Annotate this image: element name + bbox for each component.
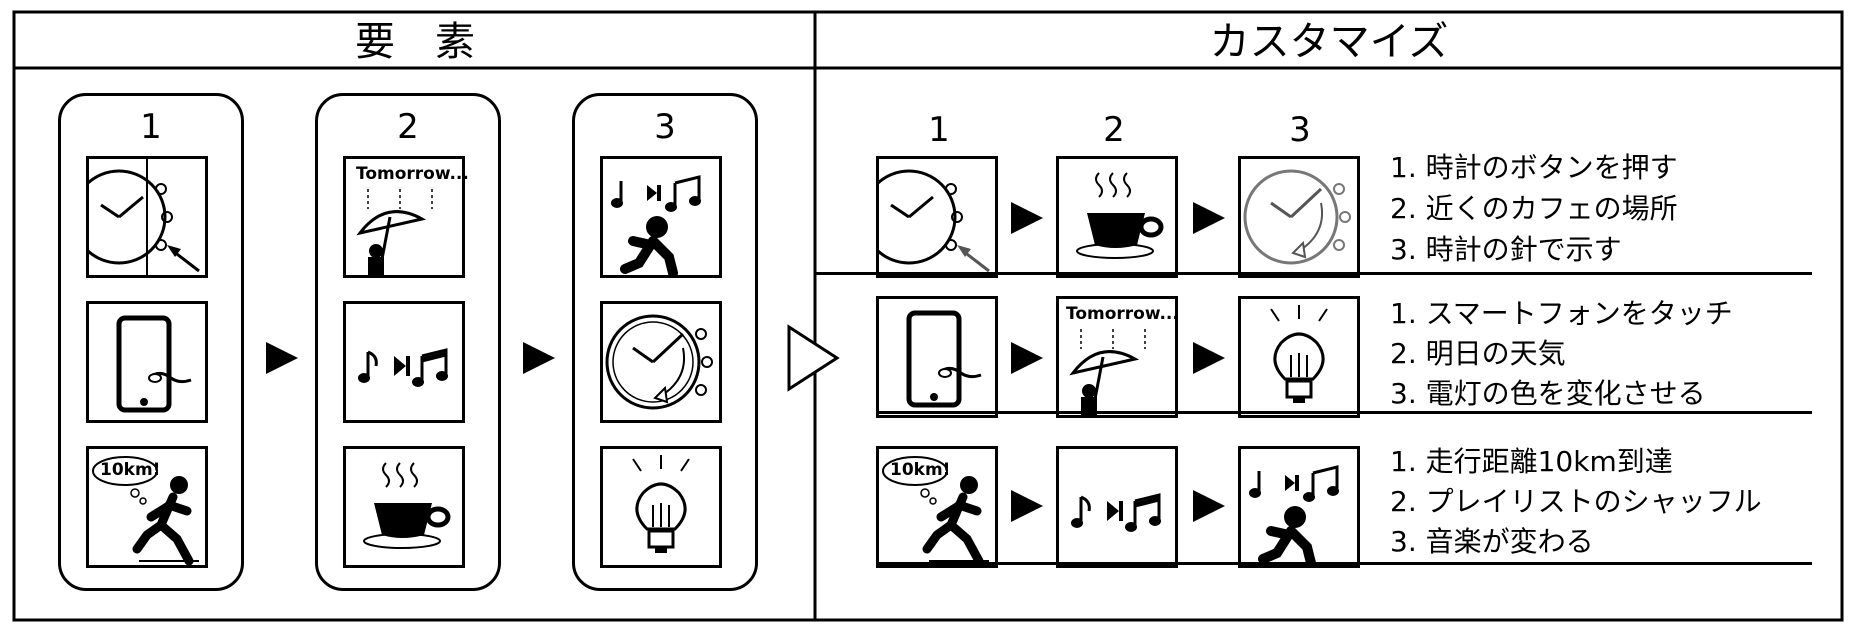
next-arrow-icon: [1011, 342, 1043, 374]
row-1-step-1: 1. 時計のボタンを押す: [1390, 151, 1678, 184]
row-1-step-2: 2. 近くのカフェの場所: [1390, 192, 1678, 225]
light-bulb-icon: [600, 446, 722, 568]
next-arrow-icon: [266, 342, 298, 374]
smartphone-touch-icon: [876, 296, 998, 418]
customize-column-1-number: 1: [928, 110, 950, 150]
row-1-underline: [815, 272, 1812, 275]
next-arrow-icon: [523, 342, 555, 374]
music-shuffle-icon: [1056, 446, 1178, 568]
row-3-step-1: 1. 走行距離10km到達: [1390, 445, 1673, 478]
element-group-2-number: 2: [397, 107, 419, 147]
music-runner-icon: [600, 156, 722, 278]
next-arrow-icon: [1193, 490, 1225, 522]
music-shuffle-icon: [343, 301, 465, 423]
customize-header: カスタマイズ: [1209, 19, 1449, 65]
next-arrow-icon: [1193, 202, 1225, 234]
runner-speech-label: 10km!: [100, 460, 161, 480]
row-2-step-1: 1. スマートフォンをタッチ: [1390, 297, 1733, 330]
row-3-step-2: 2. プレイリストのシャッフル: [1390, 485, 1762, 518]
row-2-step-3: 3. 電灯の色を変化させる: [1390, 377, 1706, 410]
next-arrow-icon: [1011, 490, 1043, 522]
row-3-step-3: 3. 音楽が変わる: [1390, 525, 1594, 558]
customize-column-2-number: 2: [1103, 110, 1125, 150]
element-group-1: [58, 93, 244, 591]
runner-10km-icon: [86, 446, 208, 568]
weather-label: Tomorrow...: [356, 164, 469, 184]
watch-button-icon: [86, 156, 208, 278]
weather-umbrella-icon: [1056, 296, 1178, 418]
elements-header: 要 素: [355, 19, 475, 65]
watch-hand-rotate-icon: [1238, 156, 1360, 278]
element-group-2: [315, 93, 501, 591]
row-2-underline: [876, 411, 1812, 414]
smartphone-touch-icon: [86, 301, 208, 423]
customize-column-3-number: 3: [1289, 110, 1311, 150]
transform-arrow-icon: [787, 324, 840, 392]
runner-speech-label: 10km!: [890, 460, 951, 480]
coffee-cup-icon: [343, 446, 465, 568]
light-bulb-icon: [1238, 296, 1360, 418]
watch-hand-rotate-icon: [600, 301, 722, 423]
music-runner-icon: [1238, 446, 1360, 568]
runner-10km-icon: [876, 446, 998, 568]
weather-umbrella-icon: [343, 156, 465, 278]
weather-label: Tomorrow...: [1066, 304, 1179, 324]
watch-button-icon: [876, 156, 998, 278]
row-2-step-2: 2. 明日の天気: [1390, 337, 1566, 370]
next-arrow-icon: [1011, 202, 1043, 234]
element-group-1-number: 1: [140, 107, 162, 147]
element-group-3: [572, 93, 758, 591]
row-1-step-3: 3. 時計の針で示す: [1390, 233, 1622, 266]
next-arrow-icon: [1193, 342, 1225, 374]
row-3-underline: [876, 562, 1812, 565]
coffee-cup-icon: [1056, 156, 1178, 278]
element-group-3-number: 3: [654, 107, 676, 147]
